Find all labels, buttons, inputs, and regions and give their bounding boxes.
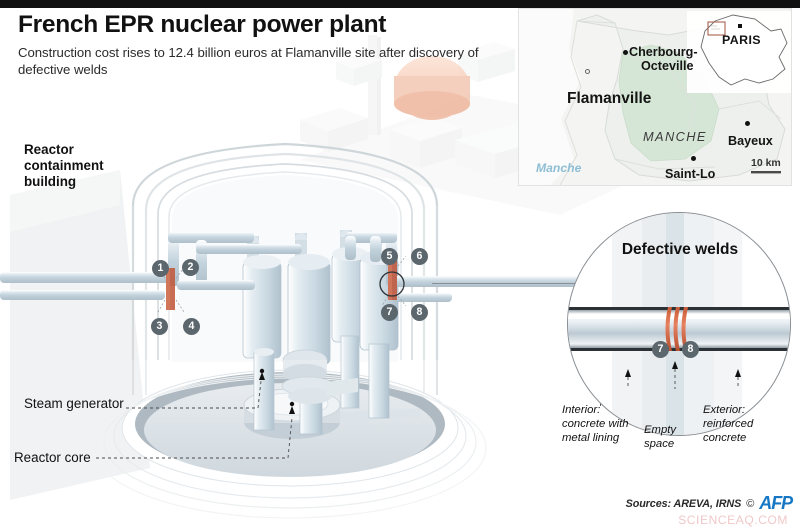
- weld-joint-left: [157, 267, 185, 313]
- marker-4[interactable]: 4: [183, 318, 200, 335]
- map-label-manche-region: MANCHE: [643, 129, 707, 144]
- primary-piping: [0, 232, 582, 302]
- map-label-flamanville: Flamanville: [567, 90, 652, 107]
- map-scale-label: 10 km: [751, 157, 781, 169]
- map-label-bayeux: Bayeux: [728, 134, 773, 148]
- marker-5[interactable]: 5: [381, 248, 398, 265]
- caption-interior: Interior: concrete with metal lining: [562, 404, 629, 444]
- afp-logo: AFP: [759, 493, 793, 513]
- map-graphic: [519, 9, 791, 185]
- reactor-dome-background: [394, 56, 470, 120]
- label-leader-lines: [96, 371, 293, 459]
- label-reactor-core: Reactor core: [14, 450, 91, 465]
- map-label-cherbourg-line1: Cherbourg-: [629, 45, 698, 59]
- map-dot-cherbourg: [623, 50, 628, 55]
- label-steam-generator: Steam generator: [24, 396, 124, 411]
- site-watermark: SCIENCEAQ.COM: [678, 513, 788, 527]
- map-inset[interactable]: Cherbourg- Octeville Flamanville MANCHE …: [518, 8, 792, 186]
- footer-credits: Sources: AREVA, IRNS © AFP: [625, 493, 793, 514]
- map-label-cherbourg-line2: Octeville: [641, 59, 694, 73]
- leader-dot-core: [289, 401, 295, 407]
- caption-exterior: Exterior: reinforced concrete: [703, 404, 754, 444]
- sources-text: Sources: AREVA, IRNS: [625, 497, 742, 510]
- map-dot-bayeux: [745, 121, 750, 126]
- marker-8[interactable]: 8: [411, 304, 428, 321]
- detail-marker-8[interactable]: 8: [682, 341, 699, 358]
- marker-3[interactable]: 3: [151, 318, 168, 335]
- page-subtitle: Construction cost rises to 12.4 billion …: [18, 45, 479, 78]
- headline-block: French EPR nuclear power plant Construct…: [18, 11, 488, 79]
- label-reactor-containment-building: Reactor containment building: [24, 142, 104, 189]
- map-dot-flamanville: [585, 69, 590, 74]
- detail-connector-line: [432, 283, 577, 284]
- top-rule: [0, 0, 800, 8]
- detail-pipe-drawing: [568, 213, 790, 435]
- map-dot-paris: [738, 24, 742, 28]
- page-title: French EPR nuclear power plant: [18, 11, 387, 38]
- copyright-icon: ©: [746, 497, 755, 510]
- marker-6[interactable]: 6: [411, 248, 428, 265]
- map-label-manche-sea: Manche: [536, 161, 582, 175]
- caption-empty-space: Empty space: [644, 424, 677, 450]
- detail-title: Defective welds: [621, 241, 739, 258]
- map-dot-saint-lo: [691, 156, 696, 161]
- map-label-paris: PARIS: [722, 33, 761, 47]
- marker-2[interactable]: 2: [182, 259, 199, 276]
- marker-1[interactable]: 1: [152, 260, 169, 277]
- defective-welds-detail: Defective welds 7 8: [567, 212, 791, 436]
- marker-7[interactable]: 7: [381, 304, 398, 321]
- map-label-saint-lo: Saint-Lo: [665, 167, 716, 181]
- reactor-pool-floor: [93, 369, 487, 519]
- leader-dot-steam: [259, 368, 265, 374]
- detail-marker-7[interactable]: 7: [652, 341, 669, 358]
